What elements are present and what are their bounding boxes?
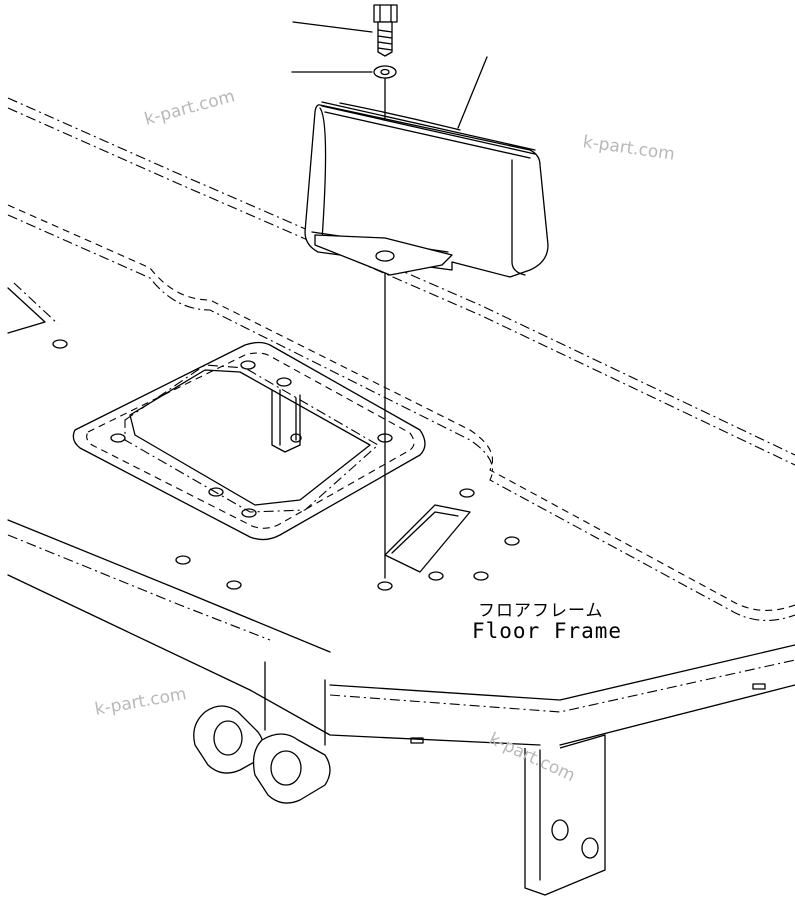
washer-part <box>373 65 397 79</box>
leader-lines <box>291 21 488 129</box>
bolt-part <box>373 4 398 57</box>
floor-frame-outline <box>7 97 795 746</box>
bolt-holes <box>52 339 520 591</box>
mount-bracket-left <box>193 705 331 804</box>
floor-frame-label-jp: フロアフレーム <box>478 601 604 621</box>
step-cover-part <box>304 101 549 278</box>
floor-frame-label-en: Floor Frame <box>472 619 623 643</box>
mount-bracket-right <box>524 734 606 896</box>
floor-opening-plate <box>72 341 426 541</box>
frame-tabs <box>410 683 766 744</box>
floor-slot <box>384 504 471 573</box>
